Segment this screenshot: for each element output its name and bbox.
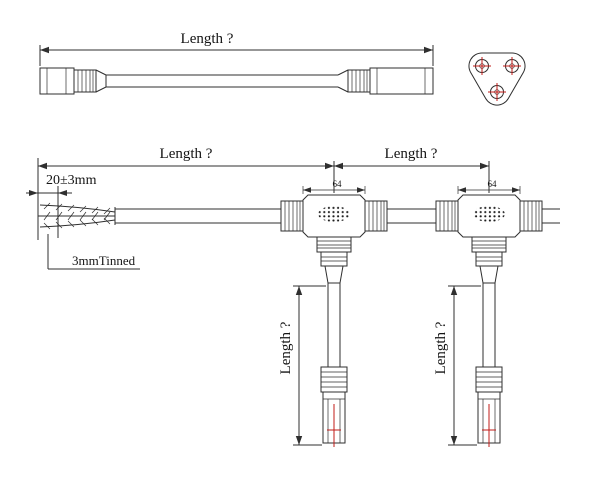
cable-mid-run (387, 208, 436, 224)
dim-label-right-drop: Length ? (433, 321, 449, 374)
tinned-note-label: 3mmTinned (72, 253, 136, 268)
pin-center-marks (473, 57, 521, 101)
dimension-left-span: Length ? (37, 146, 335, 240)
cable-right-tail (542, 208, 560, 224)
plug-center-mark-left (327, 404, 341, 447)
top-view-left-connector (39, 67, 107, 95)
dimension-top-length: Length ? (39, 31, 434, 66)
dimension-tee-width-right: 64 (457, 179, 521, 194)
dimension-left-drop: Length ? (278, 285, 326, 446)
dimension-tee-width-left: 64 (302, 179, 366, 194)
dim-label-tee-width-right: 64 (488, 179, 498, 189)
top-view-cable (106, 74, 338, 88)
plug-center-mark-right (482, 404, 496, 447)
dimension-right-span: Length ? (334, 146, 490, 193)
cable-top-view: Length ? (39, 31, 434, 95)
dimension-right-drop: Length ? (433, 285, 481, 446)
dim-label-top-length: Length ? (181, 31, 234, 47)
main-assembly-view: Length ? Length ? 64 64 (26, 146, 560, 447)
connector-end-view (468, 52, 526, 106)
tee-connector-right (435, 194, 543, 447)
tinned-note: 3mmTinned (47, 234, 140, 270)
top-view-right-connector (337, 67, 434, 95)
dimension-strip-length: 20±3mm (26, 173, 97, 238)
knurl-oval (318, 206, 350, 222)
dim-label-left-drop: Length ? (278, 321, 294, 374)
dim-label-left-span: Length ? (160, 146, 213, 162)
dim-label-right-span: Length ? (385, 146, 438, 162)
dim-label-tee-width-left: 64 (333, 179, 343, 189)
cable-left-run (115, 208, 281, 224)
stripped-wires (38, 202, 116, 230)
knurl-oval (473, 206, 505, 222)
tee-connector-left (280, 194, 388, 447)
dim-label-strip-length: 20±3mm (46, 173, 97, 188)
